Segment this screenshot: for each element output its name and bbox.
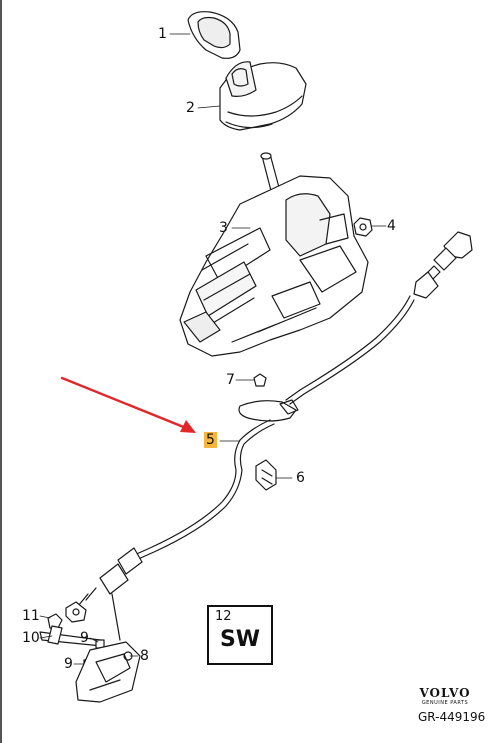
part-1-knob-cap xyxy=(187,11,241,59)
callout-11: 11 xyxy=(22,608,40,624)
callout-6: 6 xyxy=(296,470,305,486)
callout-9-lower: 9 xyxy=(64,656,73,672)
software-box: 12 SW xyxy=(207,605,273,665)
callout-8: 8 xyxy=(140,648,149,664)
part-5-selector-cable xyxy=(77,399,299,607)
callout-2: 2 xyxy=(186,100,195,116)
part-11-ball-nut xyxy=(47,601,87,629)
software-box-code: SW xyxy=(219,627,261,652)
callout-9-upper: 9 xyxy=(80,630,89,646)
callout-4: 4 xyxy=(387,218,396,234)
part-7-small-nut xyxy=(253,373,267,387)
callout-7: 7 xyxy=(226,372,235,388)
callout-10: 10 xyxy=(22,630,40,646)
drawing-number: GR-449196 xyxy=(418,710,486,724)
part-3-gear-selector xyxy=(179,175,369,357)
callout-5-highlighted: 5 xyxy=(204,432,217,448)
brand-logo: VOLVO xyxy=(419,686,471,700)
part-10-lever-plate xyxy=(39,625,103,647)
part-2-boot-housing xyxy=(219,61,307,131)
part-8-bracket xyxy=(75,593,141,703)
part-4-nut xyxy=(353,217,373,237)
red-pointer-arrow xyxy=(60,376,196,433)
upper-cable-end xyxy=(285,231,473,405)
callout-1: 1 xyxy=(158,26,167,42)
leader-lines xyxy=(39,33,387,665)
left-border-line xyxy=(0,0,2,743)
software-box-number: 12 xyxy=(215,609,232,624)
brand-tagline: GENUINE PARTS xyxy=(421,700,469,706)
callout-3: 3 xyxy=(219,220,228,236)
part-6-clip xyxy=(255,459,277,491)
